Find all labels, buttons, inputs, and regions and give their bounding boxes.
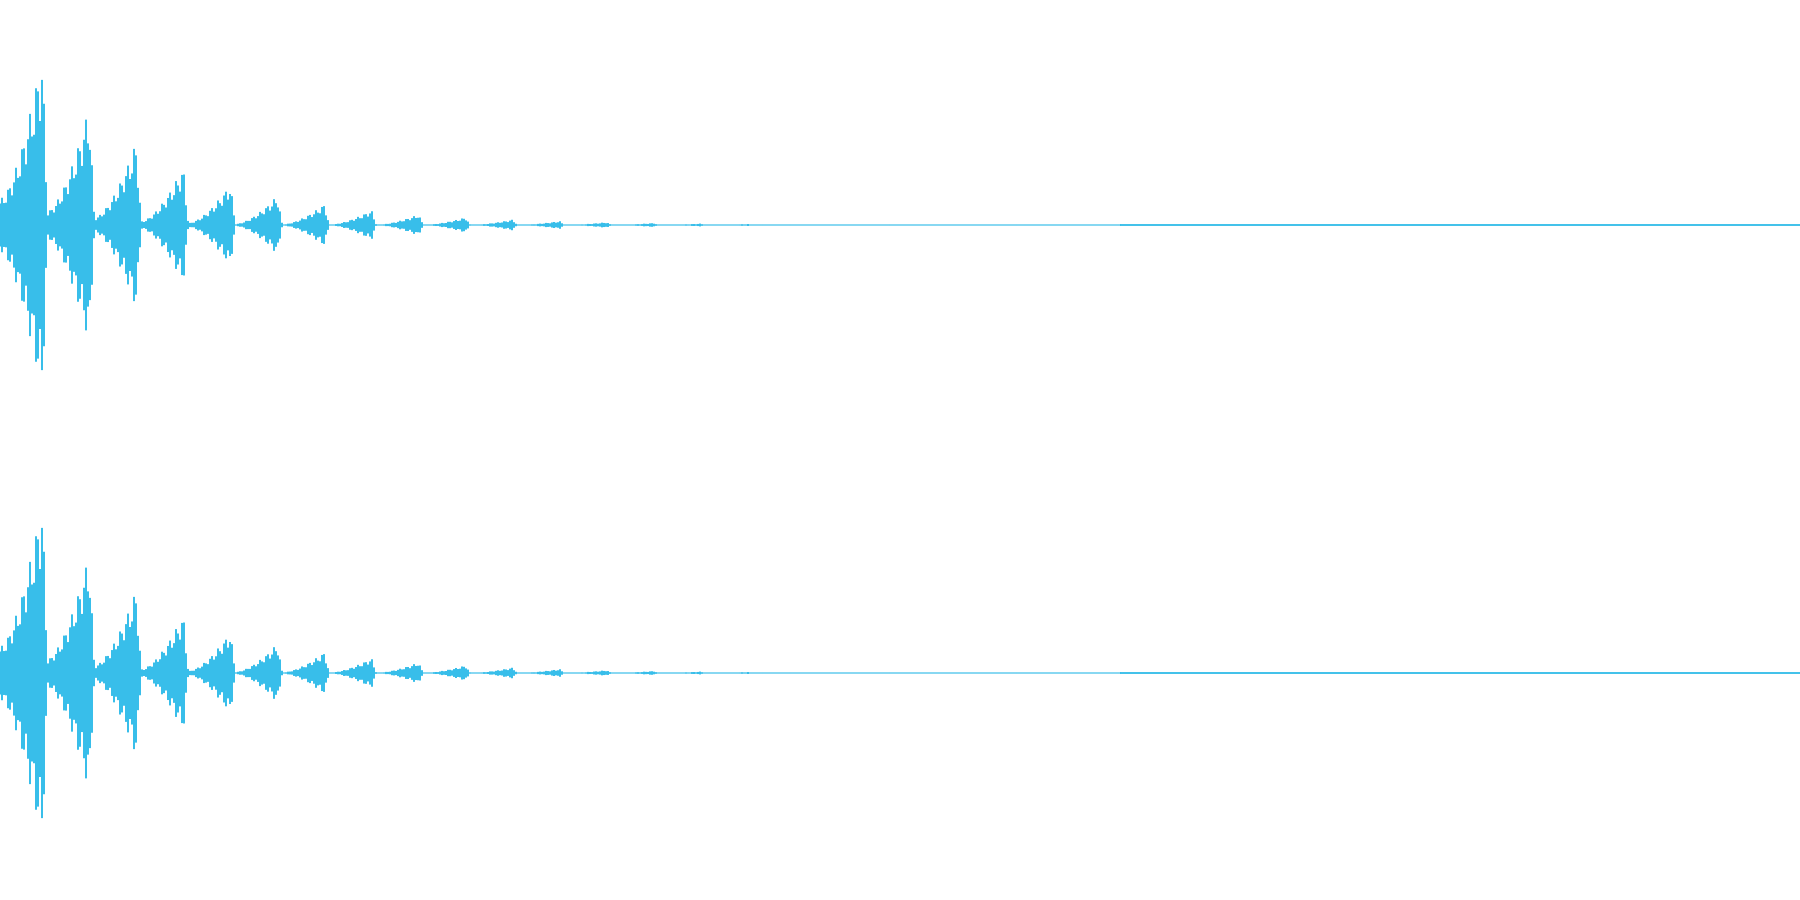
waveform-channel-2 <box>0 527 1800 819</box>
waveform-channel-1 <box>0 79 1800 371</box>
